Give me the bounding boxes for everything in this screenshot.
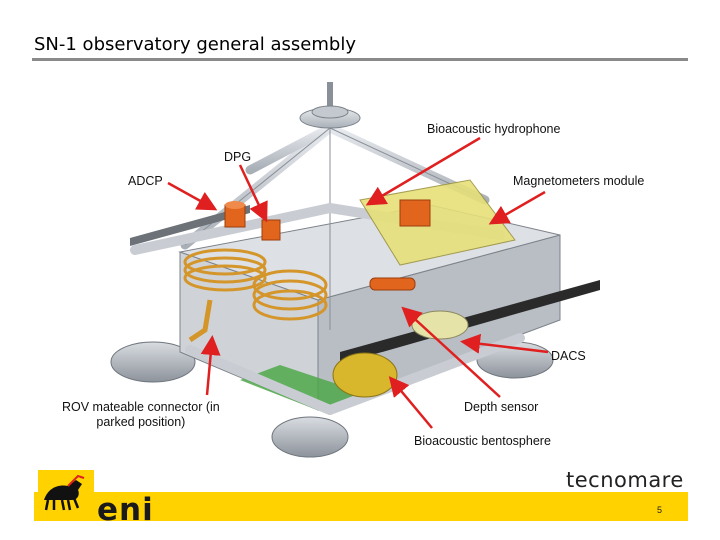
rail [340,280,600,364]
label-bioacoustic-bentosphere: Bioacoustic bentosphere [414,434,551,448]
adcp-unit [224,201,246,228]
footer-bar [34,492,688,521]
page-number: 5 [657,505,663,515]
rov-connector [188,299,213,343]
dpg-unit [261,219,281,241]
label-rov-connector-line1: ROV mateable connector (in [62,400,220,414]
eni-six-legged-dog-logo-icon [38,470,94,514]
label-dpg: DPG [224,150,252,164]
tecnomare-logo: tecnomare [566,468,684,492]
title-underline [32,58,688,61]
label-magnetometers-module: Magnetometers module [513,174,645,188]
copper-coil-right [252,269,328,321]
landing-pad-front [271,416,349,458]
side-rail [130,205,250,246]
bentosphere [332,352,398,398]
label-rov-connector-line2: parked position) [96,415,186,429]
callout-arrows [167,136,549,429]
label-depth-sensor: Depth sensor [464,400,539,414]
slide-title: SN-1 observatory general assembly [34,34,356,55]
orange-cylinder [369,277,416,291]
landing-pad-left [110,341,196,383]
label-rov-connector: ROV mateable connector (in parked positi… [62,400,220,430]
copper-coil-left [183,248,267,292]
label-bioacoustic-hydrophone: Bioacoustic hydrophone [427,122,561,136]
magnetometer-module [359,179,516,266]
lifting-point [299,82,361,129]
eni-logo: eni [97,492,154,528]
label-dacs: DACS [551,349,586,363]
label-adcp: ADCP [128,174,163,188]
